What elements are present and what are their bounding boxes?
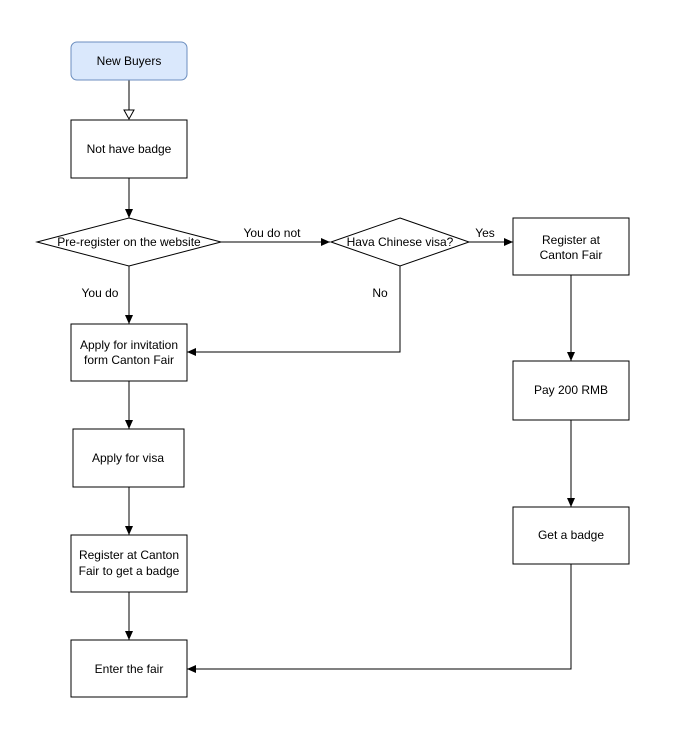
node-apply-visa-label: Apply for visa (92, 451, 164, 465)
node-apply-invitation-label-line1: Apply for invitation (80, 338, 178, 352)
node-pay-label: Pay 200 RMB (534, 383, 608, 397)
node-pay: Pay 200 RMB (512, 360, 630, 421)
node-not-have-badge: Not have badge (70, 119, 188, 179)
edge-chinese-visa-no-to-apply-invitation (187, 266, 401, 356)
node-register-badge: Register at Canton Fair to get a badge (70, 534, 188, 593)
node-register-canton: Register at Canton Fair (512, 217, 630, 276)
node-register-badge-label-line1: Register at Canton (79, 548, 179, 562)
node-chinese-visa: Hava Chinese visa? (329, 217, 471, 267)
edge-label-you-do-not: You do not (244, 226, 302, 240)
edge-label-no: No (372, 286, 388, 300)
node-get-badge-label: Get a badge (538, 528, 604, 542)
node-register-badge-label-line2: Fair to get a badge (79, 564, 180, 578)
node-pre-register: Pre-register on the website (35, 217, 223, 267)
node-pre-register-label: Pre-register on the website (57, 235, 201, 249)
node-register-canton-label-line1: Register at (542, 233, 601, 247)
node-chinese-visa-label: Hava Chinese visa? (347, 235, 454, 249)
node-apply-visa: Apply for visa (72, 428, 185, 488)
node-apply-invitation: Apply for invitation form Canton Fair (70, 323, 188, 382)
node-apply-invitation-label-line2: form Canton Fair (84, 353, 174, 367)
node-not-have-badge-label: Not have badge (87, 142, 172, 156)
edge-get-badge-to-enter-fair (187, 564, 572, 673)
node-new-buyers-label: New Buyers (97, 54, 162, 68)
node-register-canton-label-line2: Canton Fair (540, 248, 603, 262)
edge-label-yes: Yes (475, 226, 495, 240)
node-get-badge: Get a badge (512, 506, 630, 565)
node-enter-fair: Enter the fair (70, 639, 188, 698)
node-enter-fair-label: Enter the fair (95, 662, 164, 676)
node-new-buyers: New Buyers (70, 41, 188, 81)
edge-label-you-do: You do (82, 286, 119, 300)
